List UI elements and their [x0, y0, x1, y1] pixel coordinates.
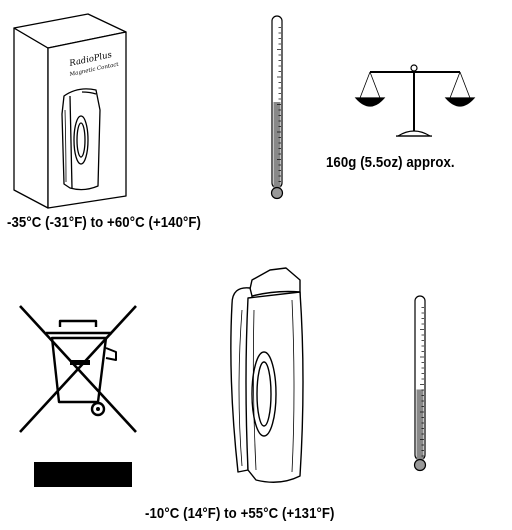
sensor-device-illustration — [230, 267, 304, 483]
thermometer-liquid — [273, 102, 281, 188]
operating-thermometer — [413, 295, 427, 472]
packaged-sensor-device — [61, 88, 101, 191]
thermometer-bulb — [270, 186, 284, 200]
packaging-box-illustration — [13, 13, 127, 209]
storage-thermometer — [270, 15, 284, 200]
weee-recycling-bin-icon — [19, 305, 137, 433]
weighing-scale-icon — [354, 64, 476, 137]
weight-label: 160g (5.5oz) approx. — [326, 154, 455, 171]
operating-temperature-range: -10°C (14°F) to +55°C (+131°F) — [145, 505, 335, 522]
thermometer-liquid — [416, 389, 424, 460]
thermometer-bulb — [413, 458, 427, 472]
weee-black-bar — [34, 462, 132, 487]
storage-temperature-range: -35°C (-31°F) to +60°C (+140°F) — [7, 214, 202, 231]
